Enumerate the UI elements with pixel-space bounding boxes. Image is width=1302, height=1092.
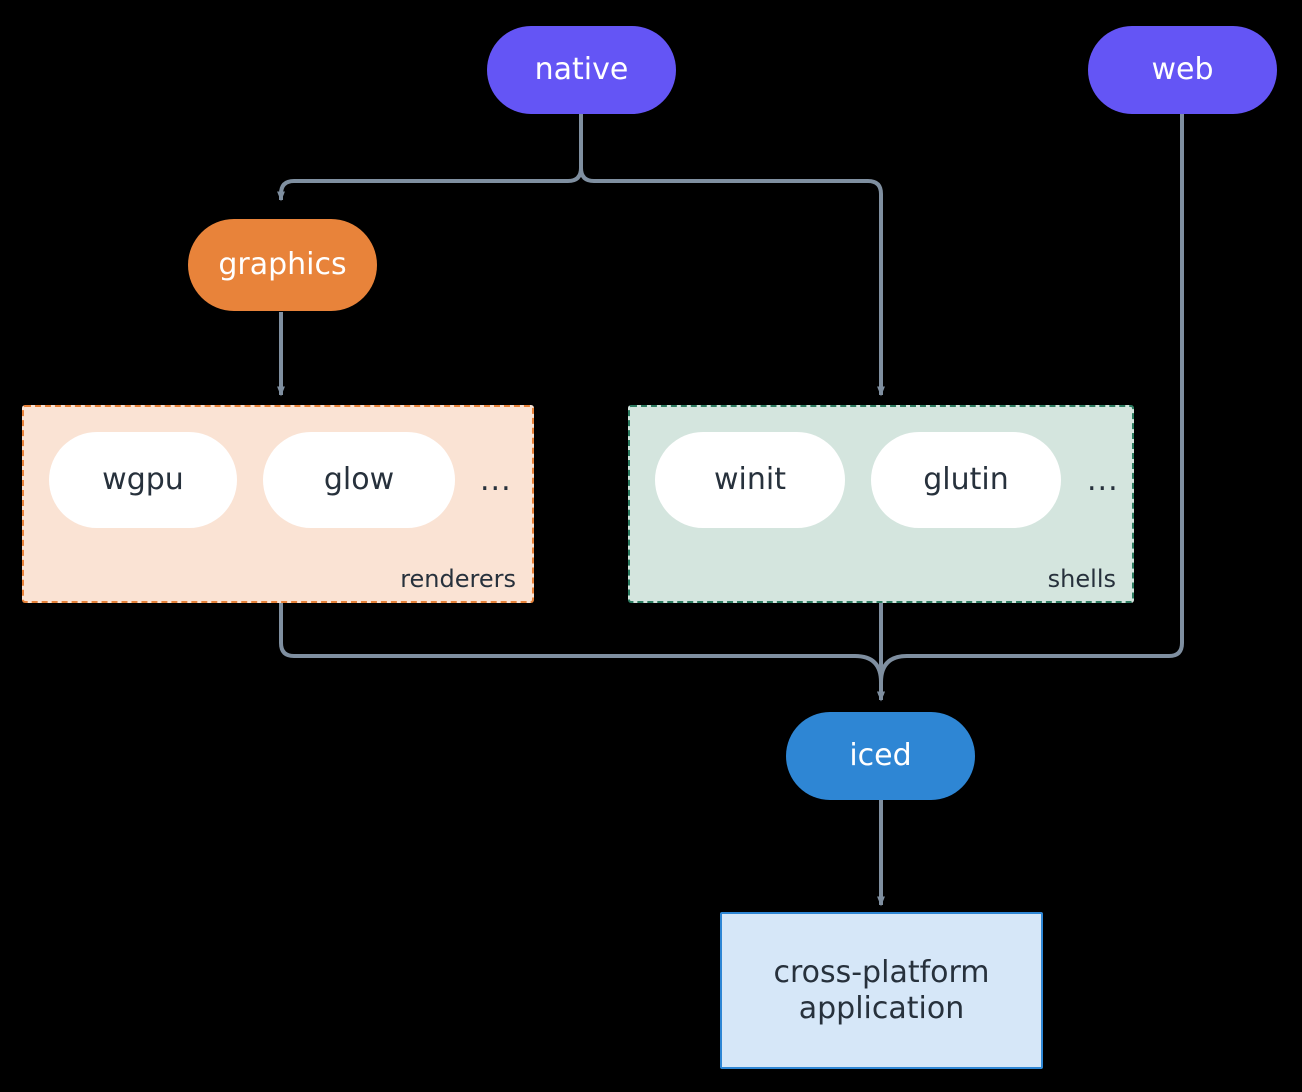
node-glutin-label: glutin [923,462,1009,498]
group-renderers-label: renderers [400,565,516,593]
node-wgpu[interactable]: wgpu [49,432,237,528]
node-glow[interactable]: glow [263,432,455,528]
node-iced[interactable]: iced [786,712,975,800]
node-application-label-line2: application [798,990,965,1026]
node-graphics-label: graphics [218,247,347,283]
shells-ellipsis: ... [1087,463,1119,498]
node-web-label: web [1151,52,1214,88]
node-native[interactable]: native [487,26,676,114]
group-shells-label: shells [1047,565,1116,593]
node-winit[interactable]: winit [655,432,845,528]
node-native-label: native [534,52,629,88]
node-web[interactable]: web [1088,26,1277,114]
edge-renderers-iced [279,603,885,702]
node-application[interactable]: cross-platform application [720,912,1043,1069]
node-winit-label: winit [714,462,786,498]
node-graphics[interactable]: graphics [188,219,377,311]
node-application-label-line1: cross-platform [773,955,990,991]
renderers-ellipsis: ... [480,463,512,498]
node-glow-label: glow [323,462,395,498]
node-glutin[interactable]: glutin [871,432,1061,528]
node-wgpu-label: wgpu [102,462,184,498]
node-iced-label: iced [849,738,912,774]
